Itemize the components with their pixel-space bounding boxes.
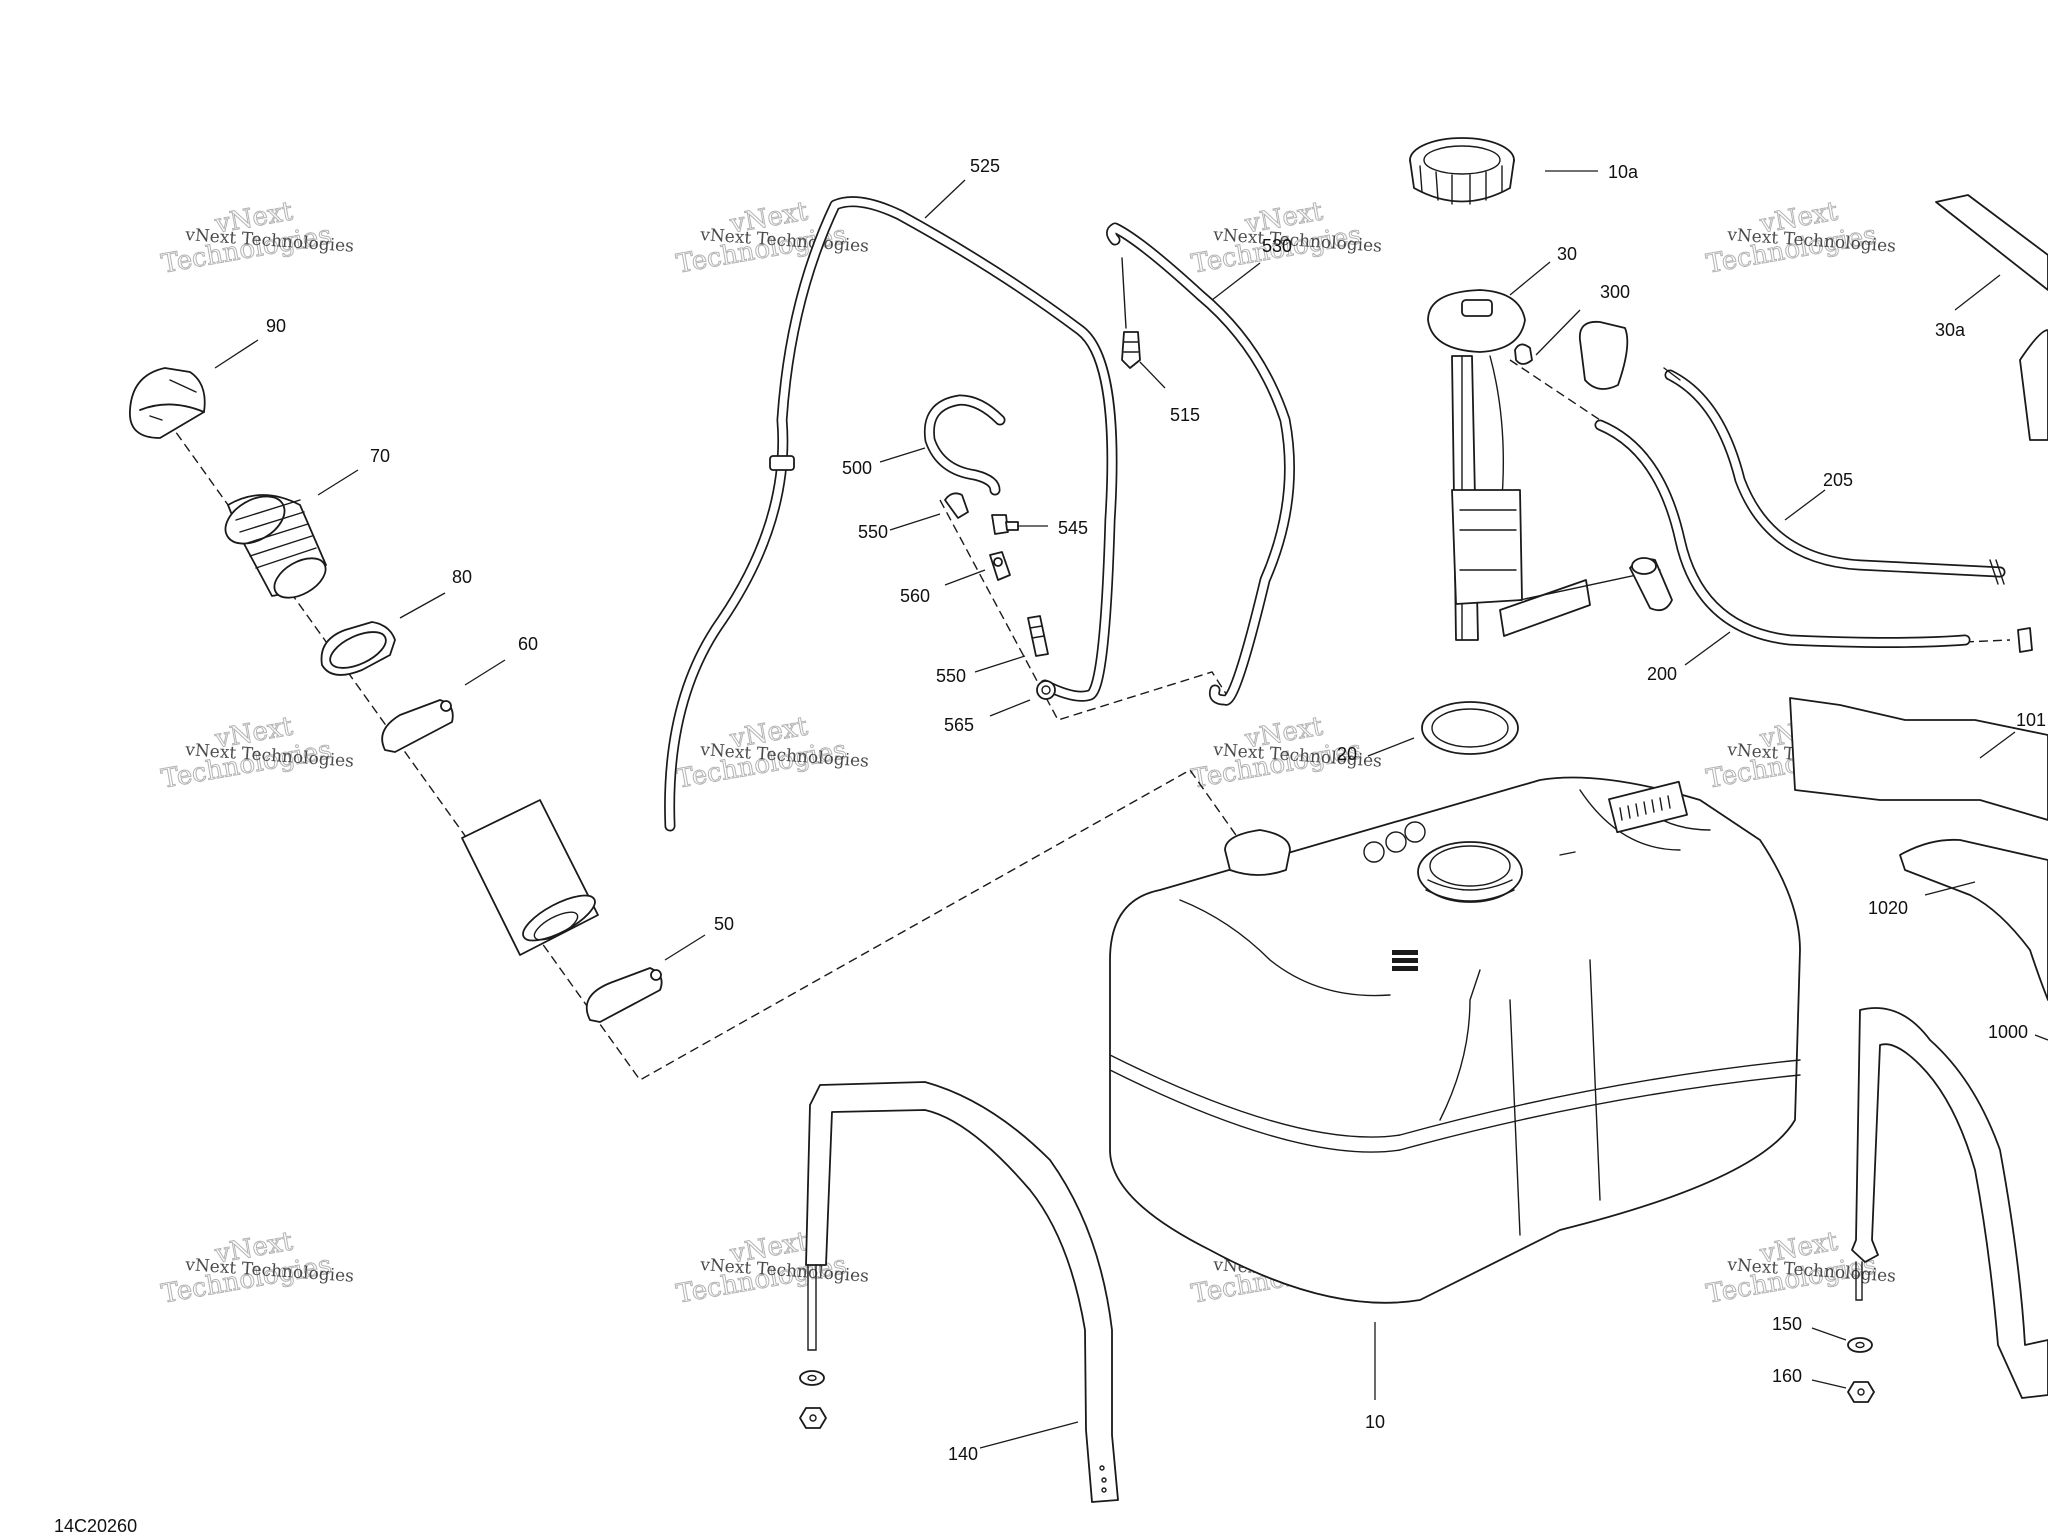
callout-label: 200: [1647, 664, 1677, 684]
fuel-pump-30: [1427, 289, 1673, 641]
callout-label: 20: [1337, 744, 1357, 764]
callout-label: 101: [2016, 710, 2046, 730]
elbow-fitting-550: [944, 492, 969, 519]
callout-label: 500: [842, 458, 872, 478]
lock-ring-10a: [1409, 137, 1515, 205]
heat-shield-101: [1789, 697, 2048, 821]
leader-lines: [214, 170, 2048, 1449]
callout-label: 560: [900, 586, 930, 606]
check-valve-515: [1121, 331, 1141, 369]
filter-300: [1514, 320, 1629, 390]
nut-ring: [320, 621, 396, 676]
valve-560: [989, 551, 1011, 581]
callout-label: 525: [970, 156, 1000, 176]
callout-label: 160: [1772, 1366, 1802, 1386]
gasket-ring-20: [1421, 701, 1519, 755]
callout-labels: 90 70 80 60 50 525 500 550 545 560 550 5…: [266, 156, 2046, 1464]
callout-label: 70: [370, 446, 390, 466]
callout-label: 30a: [1935, 320, 1966, 340]
nut-160: [1847, 1381, 1875, 1403]
filler-hose: [461, 799, 599, 956]
callout-label: 545: [1058, 518, 1088, 538]
tank-strap-140: [805, 1081, 1119, 1503]
callout-label: 530: [1262, 236, 1292, 256]
tee-fitting-545: [991, 514, 1019, 535]
callout-label: 90: [266, 316, 286, 336]
fitting-right: [2017, 627, 2033, 653]
tank-strap-1000: [1851, 1007, 2048, 1399]
figure-code: 14C20260: [54, 1516, 137, 1536]
vent-hose-530: [1106, 222, 1295, 706]
fuel-tank-10: [1109, 776, 1801, 1304]
gasket-30a: [1935, 194, 2048, 441]
callout-label: 550: [936, 666, 966, 686]
callout-label: 140: [948, 1444, 978, 1464]
nut-left: [799, 1407, 827, 1429]
connector-550-lower: [1027, 615, 1049, 657]
callout-label: 1000: [1988, 1022, 2028, 1042]
hose-200: [1594, 419, 1971, 648]
washer-150: [1847, 1337, 1873, 1353]
callout-label: 10a: [1608, 162, 1639, 182]
callout-label: 515: [1170, 405, 1200, 425]
washer-left: [799, 1370, 825, 1386]
callout-label: 565: [944, 715, 974, 735]
fuel-cap: [129, 367, 206, 439]
hose-205: [1663, 367, 2006, 585]
hose-clamp-lower: [585, 967, 663, 1023]
callout-label: 60: [518, 634, 538, 654]
callout-label: 50: [714, 914, 734, 934]
callout-label: 550: [858, 522, 888, 542]
vent-hose-525: [664, 196, 1118, 832]
callout-label: 80: [452, 567, 472, 587]
grommet-565: [1036, 680, 1056, 700]
heat-shield-1020: [1899, 838, 2048, 1001]
filler-neck: [224, 494, 327, 599]
callout-label: 300: [1600, 282, 1630, 302]
callout-label: 30: [1557, 244, 1577, 264]
callout-label: 150: [1772, 1314, 1802, 1334]
callout-label: 10: [1365, 1412, 1385, 1432]
callout-label: 1020: [1868, 898, 1908, 918]
hose-clamp-upper: [381, 699, 454, 753]
vent-hose-500: [923, 394, 1006, 496]
callout-label: 205: [1823, 470, 1853, 490]
